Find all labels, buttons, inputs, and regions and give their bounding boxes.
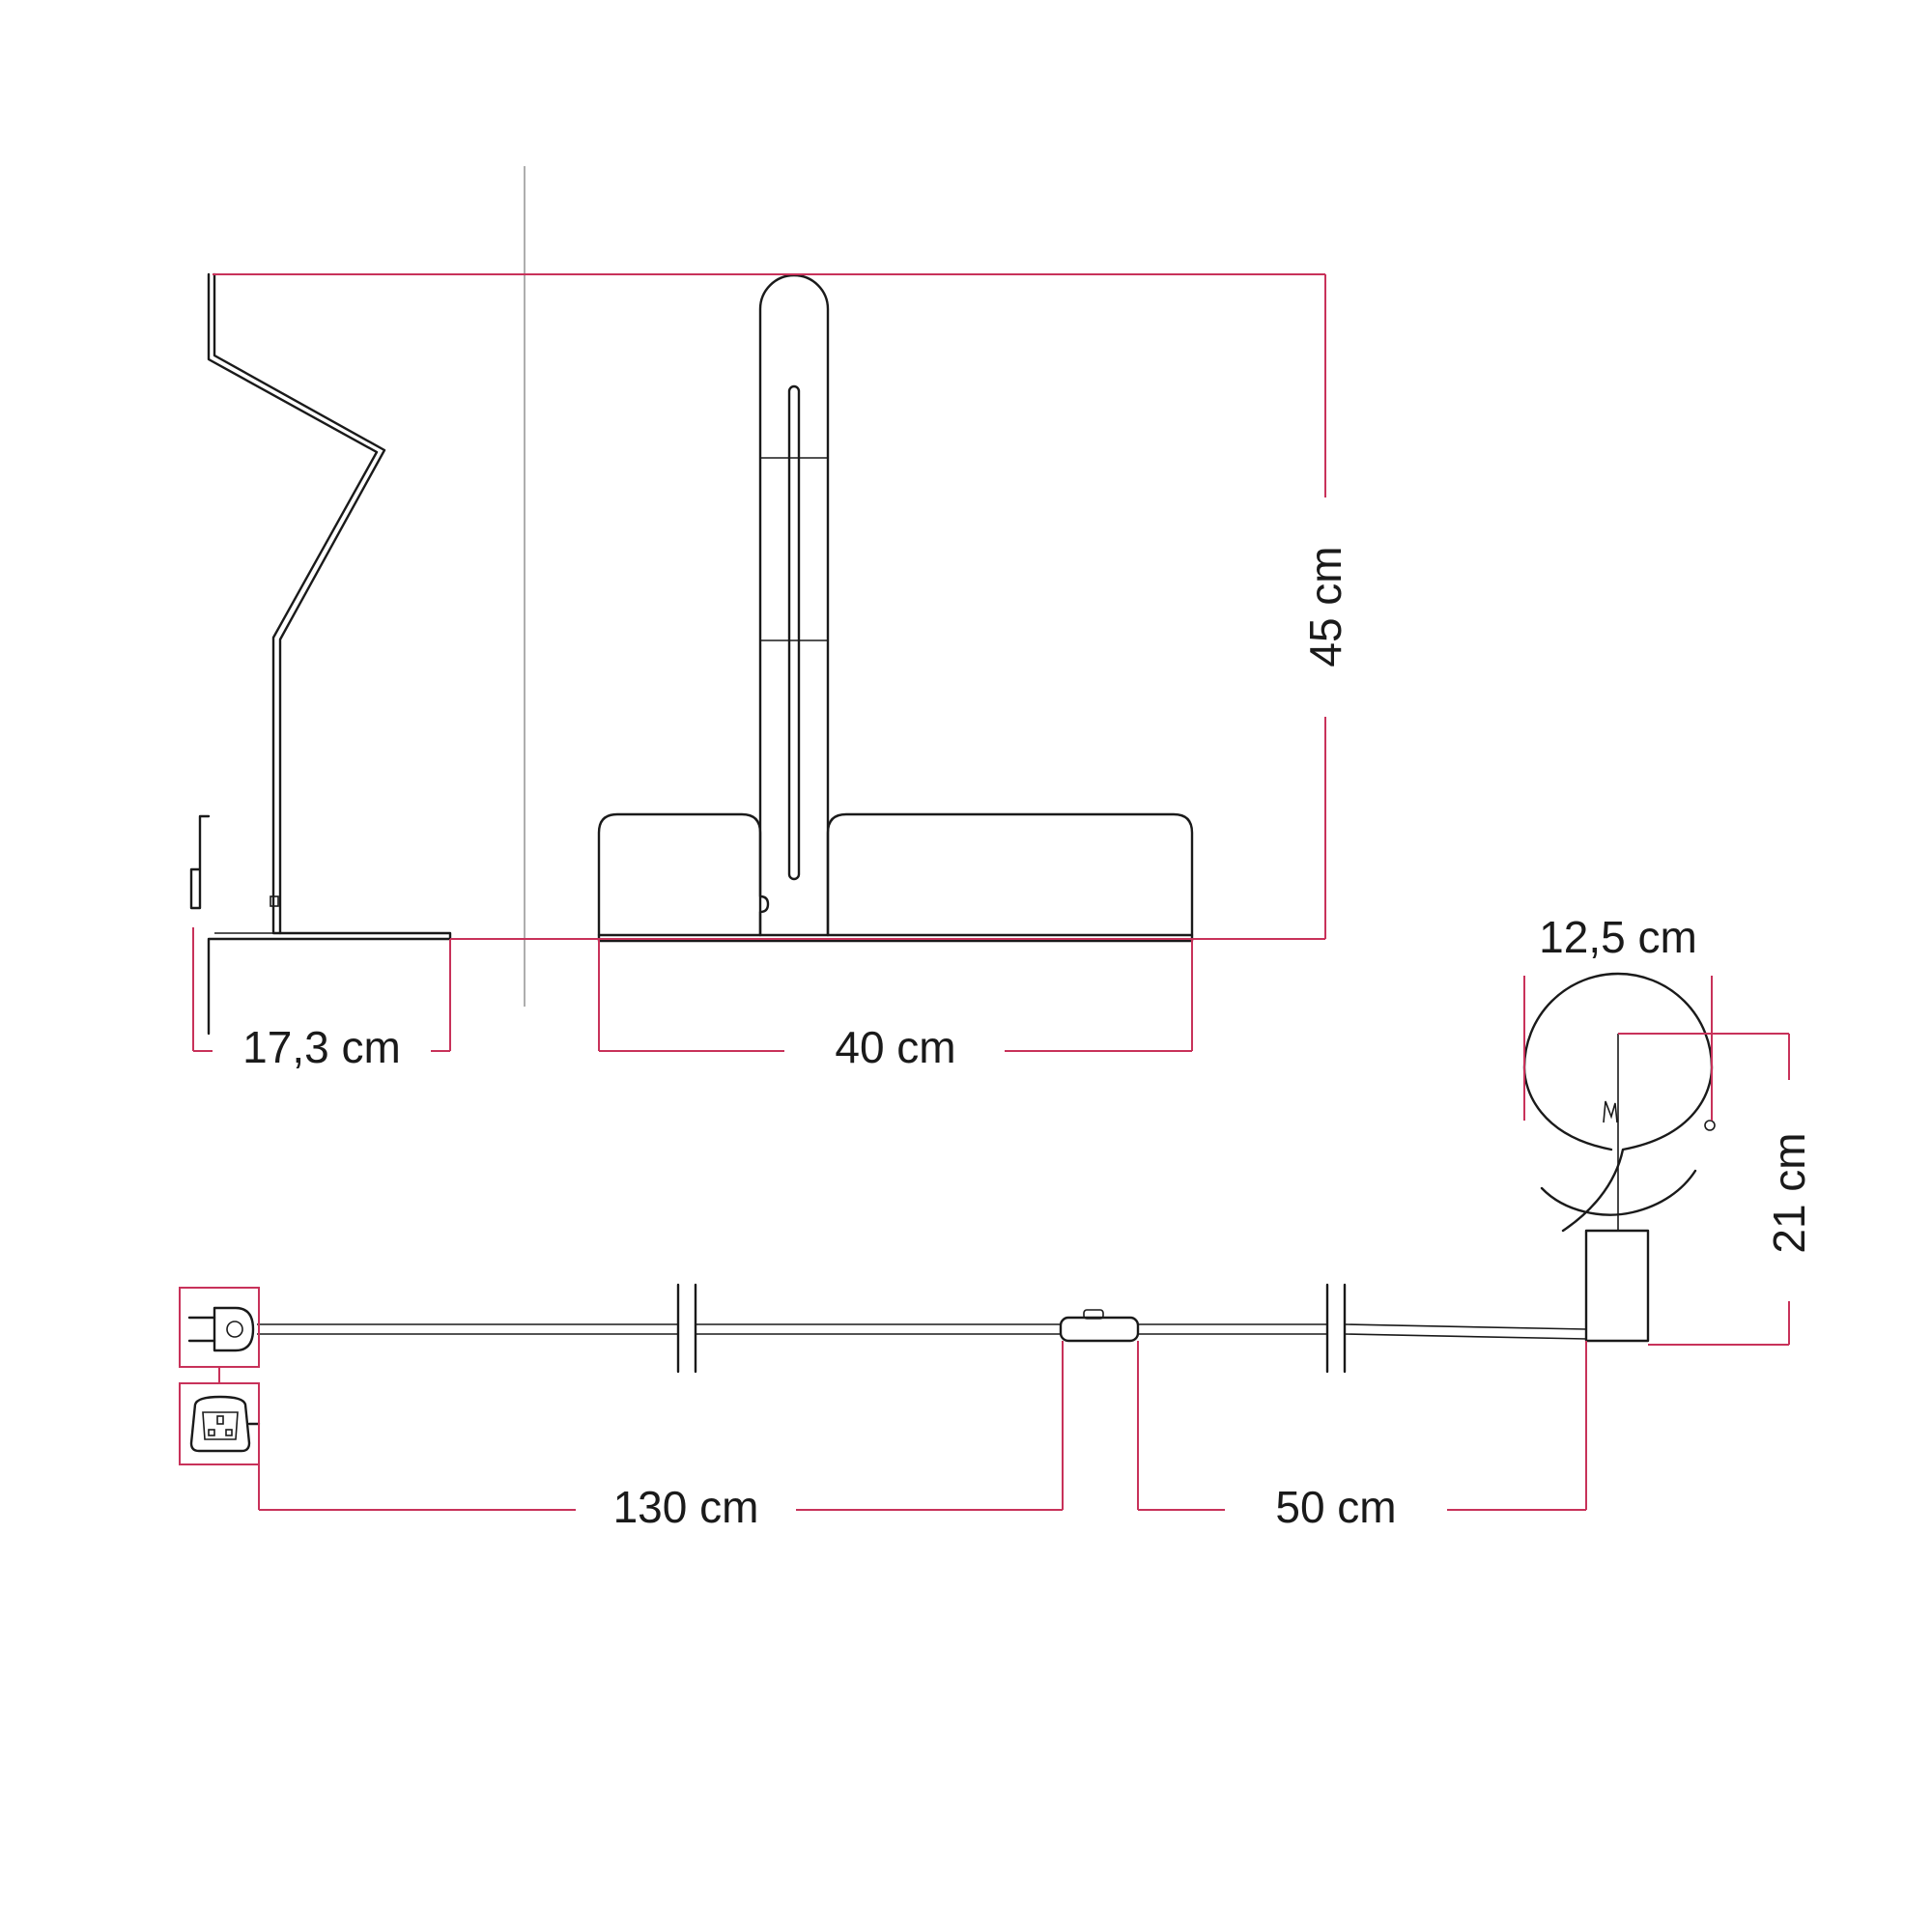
cable <box>257 1283 1587 1374</box>
bulb-height-dimension: 21 cm <box>1618 1033 1814 1346</box>
uk-plug-icon <box>189 1395 261 1453</box>
switch-to-lamp-dimension: 50 cm <box>1137 1341 1587 1532</box>
bulb-diameter-dimension: 12,5 cm <box>1523 912 1713 1121</box>
front-base-left <box>597 812 770 937</box>
switch-to-lamp-label: 50 cm <box>1275 1482 1396 1532</box>
cable-to-switch-dimension: 130 cm <box>258 1341 1064 1532</box>
lamp-holder <box>1584 1229 1650 1343</box>
depth-label: 17,3 cm <box>242 1022 401 1072</box>
depth-dimension: 17,3 cm <box>192 927 451 1072</box>
bulb-assembly <box>1522 972 1716 1343</box>
side-view-clamp <box>189 814 211 910</box>
plug-options <box>179 1287 261 1465</box>
inline-switch-icon <box>1059 1309 1140 1343</box>
side-view <box>189 272 452 1036</box>
front-upright <box>758 273 830 937</box>
bulb-height-label: 21 cm <box>1764 1132 1814 1253</box>
cable-to-switch-label: 130 cm <box>613 1482 759 1532</box>
side-view-profile <box>207 272 452 1036</box>
width-dimension: 40 cm <box>598 939 1193 1072</box>
front-view <box>597 273 1194 943</box>
front-upright-slot <box>787 384 801 881</box>
side-view-inner-profile <box>213 272 386 935</box>
width-label: 40 cm <box>835 1022 955 1072</box>
bulb-diameter-label: 12,5 cm <box>1539 912 1697 962</box>
height-dimension: 45 cm <box>213 273 1350 940</box>
us-plug-icon <box>187 1306 255 1352</box>
height-label: 45 cm <box>1300 546 1350 667</box>
front-base-right <box>826 812 1194 937</box>
us-plug-frame <box>179 1287 260 1368</box>
